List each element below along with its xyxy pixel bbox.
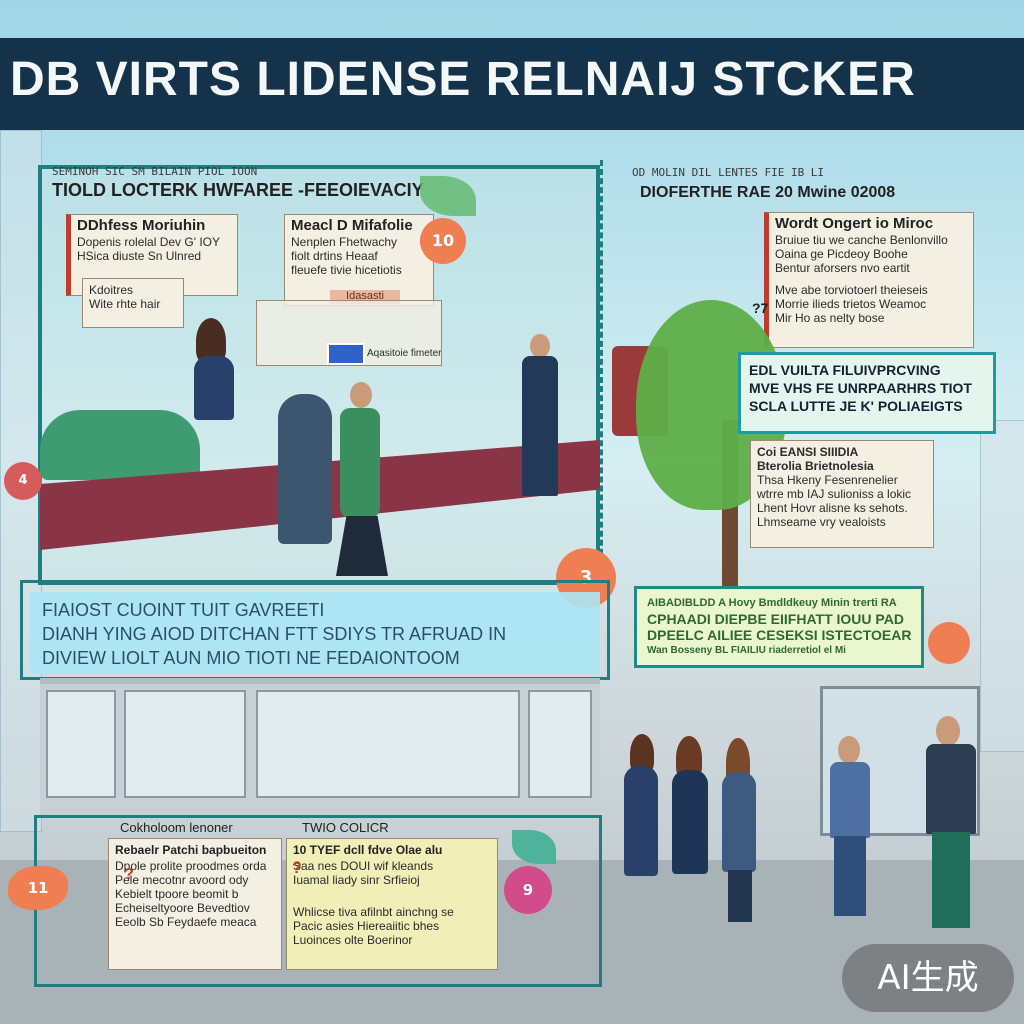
note-line: Lhent Hovr alisne ks sehots. — [757, 501, 908, 515]
person-figure — [722, 772, 756, 872]
person-head — [530, 334, 550, 358]
banner-line: AIBADIBLDD A Hovy Bmdldkeuy Minin trerti… — [647, 597, 897, 609]
note-line: Echeiseltyoore Bevedtiov — [115, 901, 250, 915]
note-card-wide: Aqasitoie fimeterior — [256, 300, 442, 366]
person-figure — [278, 394, 332, 544]
note-line: HSica diuste Sn Ulnred — [77, 249, 202, 263]
banner-line: DIVIEW LIOLT AUN MIO TIOTI NE FEDAIONTOO… — [42, 648, 460, 668]
note-line: Saa nes DOUI wif kleands — [293, 859, 434, 873]
banner-line: DIANH YING AIOD DITCHAN FTT SDIYS TR AFR… — [42, 624, 507, 644]
note-line: Pele mecotnr avoord ody — [115, 873, 249, 887]
person-head — [350, 382, 372, 408]
note-line: Iuamal liady sinr Srfieioj — [293, 873, 420, 887]
note-line: Nenplen Fhetwachy — [291, 235, 398, 249]
badge-number: 10 — [420, 218, 466, 264]
banner-line: DPEELC AILIEE CESEKSI ISTECTOEARS' — [647, 627, 911, 643]
building-window — [124, 690, 246, 798]
note-line: Eeolb Sb Feydaefe meaca — [115, 915, 257, 929]
banner-right: AIBADIBLDD A Hovy Bmdldkeuy Minin trerti… — [634, 586, 924, 668]
background-building-right — [980, 420, 1024, 752]
building-window — [528, 690, 592, 798]
banner-line: CPHAADI DIEPBE EIIFHATT IOUU PAD — [647, 611, 904, 627]
person-legs — [932, 832, 970, 928]
note-line: Bentur aforsers nvo eartit — [775, 261, 910, 275]
note-line: Kdoitres — [89, 283, 134, 297]
badge-number: 11 — [8, 866, 68, 910]
note-card: DDhfess Moriuhin Dopenis rolelal Dev G' … — [66, 214, 238, 296]
panel-top-right-header: DIOFERTHE RAE 20 Mwine 02008 — [640, 184, 896, 201]
window-icon — [327, 343, 365, 365]
note-line: fleuefe tivie hicetiotis — [291, 263, 402, 277]
note-line: Kebielt tpoore beomit b — [115, 887, 239, 901]
note-line: Whlicse tiva afilnbt ainchng se — [293, 905, 454, 919]
note-mark: ? — [292, 860, 302, 877]
panel-top-left-header: TIOLD LOCTERK HWFAREE -FEEOIEVACIY — [52, 180, 424, 200]
note-heading: Meacl D Mifafolie — [291, 219, 413, 233]
note-mark: ?7 — [752, 300, 769, 316]
badge-number: 4 — [4, 462, 42, 500]
note-card: Coi EANSI SIIIDIA Bterolia Brietnolesia … — [750, 440, 934, 548]
page-title: DB VIRTS LIDENSE RELNAIJ STCKER — [10, 53, 916, 106]
person-figure — [830, 762, 870, 838]
callout-line: EDL VUILTA FILUIVPRCVING — [749, 362, 941, 378]
building-window — [256, 690, 520, 798]
callout-box: EDL VUILTA FILUIVPRCVING MVE VHS FE UNRP… — [738, 352, 996, 434]
banner-line: Wan Bosseny BL FIAILIU riaderretiol el M… — [647, 645, 846, 656]
person-figure — [340, 408, 380, 518]
note-line: Coi EANSI SIIIDIA — [757, 445, 859, 459]
panel-divider — [600, 160, 603, 600]
green-platform — [40, 410, 200, 480]
note-line: Thsa Hkeny Fesenrenelier — [757, 473, 898, 487]
badge-icon — [928, 622, 970, 664]
panel-top-left-subheader: SEMINOH SIC SM BILAIN PIOL IOON — [52, 165, 258, 178]
note-heading: DDhfess Moriuhin — [77, 219, 206, 233]
note-line: fiolt drtins Heaaf — [291, 249, 378, 263]
ai-generated-button[interactable]: AI生成 — [842, 944, 1014, 1012]
note-heading: Rebaelr Patchi bapbueiton — [115, 843, 267, 857]
label: Cokholoom lenoner — [120, 820, 233, 835]
badge-number: 9 — [504, 866, 552, 914]
person-figure — [672, 770, 708, 874]
person-legs — [834, 836, 866, 916]
note-line: Luoinces olte Boerinor — [293, 933, 413, 947]
note-line: Morrie ilieds trietos Weamoc — [775, 297, 927, 311]
note-card: Wordt Ongert io Miroc Bruiue tiu we canc… — [764, 212, 974, 348]
person-head — [936, 716, 960, 746]
person-figure — [624, 766, 658, 876]
note-card: 10 TYEF dcll fdve Olae alu Saa nes DOUI … — [286, 838, 498, 970]
person-figure — [926, 744, 976, 834]
banner-line: FIAIOST CUOINT TUIT GAVREETI — [42, 600, 325, 620]
note-line: wtrre mb IAJ sulioniss a lokic — [757, 487, 912, 501]
panel-top-right-subheader: OD MOLIN DIL LENTES FIE IB LI — [632, 166, 825, 179]
person-legs — [728, 870, 752, 922]
note-line: Mve abe torviotoerl theieseis — [775, 283, 928, 297]
label: TWIO COLICR — [302, 820, 389, 835]
person-figure — [194, 356, 234, 420]
note-line: Lhmseame vry vealoists — [757, 515, 886, 529]
note-line: Dopenis rolelal Dev G' IOY — [77, 235, 221, 249]
callout-line: SCLA LUTTE JE K' POLIAEIGTS — [749, 398, 963, 414]
note-line: Pacic asies Hiereaiitic bhes — [293, 919, 440, 933]
note-line: Bruiue tiu we canche Benlonvillo — [775, 233, 948, 247]
note-card: Rebaelr Patchi bapbueiton Dpole prolite … — [108, 838, 282, 970]
note-line: Aqasitoie fimeterior — [367, 348, 442, 359]
note-line: Dpole prolite proodmes orda — [115, 859, 267, 873]
note-line: Oaina ge Picdeoy Boohe — [775, 247, 908, 261]
note-line: Wite rhte hair — [89, 297, 161, 311]
title-bar — [0, 38, 1024, 130]
person-figure — [522, 356, 558, 496]
leaf-icon — [512, 830, 556, 864]
callout-line: MVE VHS FE UNRPAARHRS TIOT — [749, 380, 972, 396]
person-head — [838, 736, 860, 764]
note-line: Bterolia Brietnolesia — [757, 459, 874, 473]
building-window — [46, 690, 116, 798]
banner-left: FIAIOST CUOINT TUIT GAVREETI DIANH YING … — [30, 592, 600, 674]
note-card-small: Kdoitres Wite rhte hair — [82, 278, 184, 328]
note-line: Mir Ho as nelty bose — [775, 311, 885, 325]
note-heading: Wordt Ongert io Miroc — [775, 217, 934, 231]
note-heading: 10 TYEF dcll fdve Olae alu — [293, 843, 443, 857]
note-mark: ? — [124, 866, 134, 883]
